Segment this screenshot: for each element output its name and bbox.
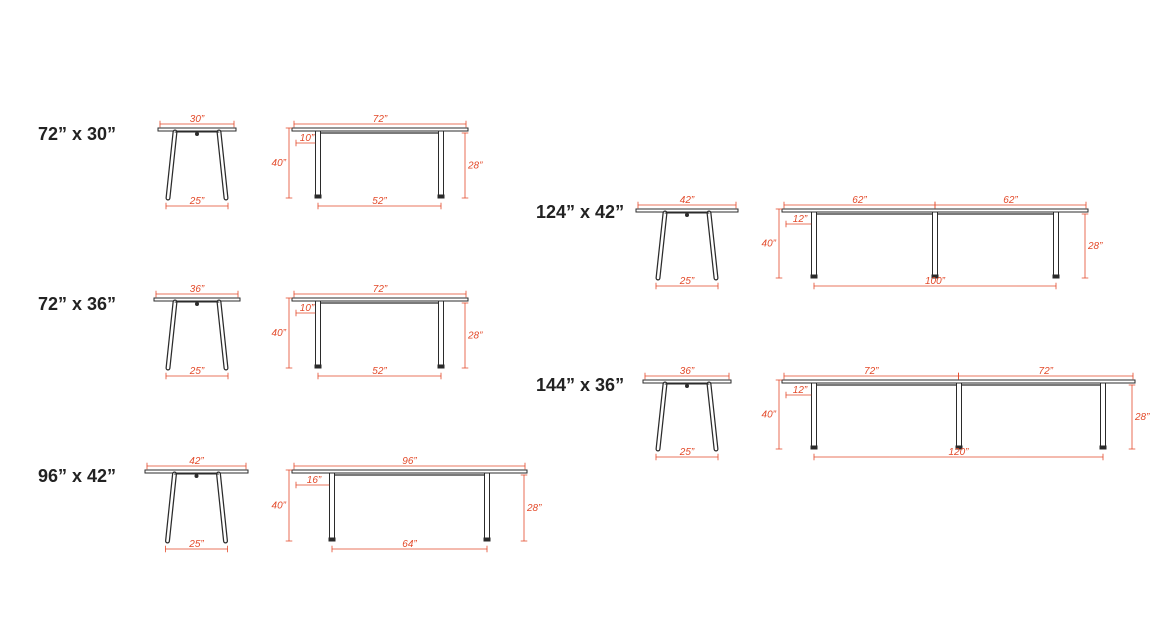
side-base-dim-label: 100” xyxy=(925,276,946,287)
end-view: 42” 25” xyxy=(635,195,739,290)
end-width-dim-label: 42” xyxy=(189,456,204,467)
leg-3 xyxy=(1053,211,1059,279)
foot-2 xyxy=(437,194,445,199)
side-base-dim-label: 64” xyxy=(402,539,417,550)
side-top-dim-label: 96” xyxy=(402,456,417,467)
side-view: 96” 16” 40” 28” 64” xyxy=(272,456,542,553)
leg-right-fill xyxy=(217,472,227,543)
side-top-dim-left-label: 72” xyxy=(864,366,879,377)
leg-right-fill xyxy=(217,130,228,200)
tabletop xyxy=(291,469,528,474)
foot-1 xyxy=(314,194,322,199)
side-view: 62” 62” 12” 40” 28” 100” xyxy=(762,195,1103,290)
leg-1 xyxy=(315,130,321,199)
side-top-dim-right-label: 72” xyxy=(1039,366,1054,377)
side-top-dim-right-label: 62” xyxy=(1003,195,1018,206)
grommet xyxy=(685,384,689,388)
offset-dim-label: 16” xyxy=(307,475,322,486)
leg-3 xyxy=(1100,382,1106,450)
leg-height-dim-label: 28” xyxy=(467,161,483,172)
leg-left-fill xyxy=(166,130,177,200)
foot-2 xyxy=(931,274,939,279)
end-base-dim-label: 25” xyxy=(679,276,695,287)
offset-dim-label: 10” xyxy=(300,303,315,314)
end-view: 30” 25” xyxy=(157,114,237,210)
leg-height-dim-label: 28” xyxy=(1087,241,1103,252)
leg-height-dim-label: 28” xyxy=(526,503,542,514)
leg-1 xyxy=(811,382,817,450)
leg-right-fill xyxy=(217,300,228,370)
leg-1 xyxy=(329,472,335,542)
side-base-dim-label: 52” xyxy=(372,196,387,207)
grommet xyxy=(685,213,689,217)
foot-1 xyxy=(314,364,322,369)
leg-2 xyxy=(438,130,444,199)
offset-dim-label: 12” xyxy=(793,214,808,225)
side-view: 72” 10” 40” 28” 52” xyxy=(272,114,483,210)
height-dim-label: 40” xyxy=(762,410,777,421)
leg-2 xyxy=(932,211,938,279)
table-title-72x36: 72” x 36” xyxy=(38,294,117,314)
leg-height-dim-label: 28” xyxy=(1134,412,1150,423)
end-view: 36” 25” xyxy=(153,284,241,380)
grommet xyxy=(194,474,199,478)
end-view: 42” 25” xyxy=(144,456,249,553)
side-top-dim-left-label: 62” xyxy=(852,195,867,206)
foot-3 xyxy=(1099,445,1107,450)
foot-3 xyxy=(1052,274,1060,279)
end-base-dim-label: 25” xyxy=(679,447,695,458)
leg-2 xyxy=(484,472,490,542)
side-base-dim-label: 120” xyxy=(948,447,969,458)
table-title-96x42: 96” x 42” xyxy=(38,466,117,486)
leg-height-dim-label: 28” xyxy=(467,331,483,342)
end-view: 36” 25” xyxy=(642,366,732,461)
end-width-dim-label: 36” xyxy=(190,284,205,295)
end-base-dim-label: 25” xyxy=(189,366,205,377)
foot-1 xyxy=(328,537,336,542)
height-dim-label: 40” xyxy=(272,328,287,339)
leg-1 xyxy=(811,211,817,279)
height-dim-label: 40” xyxy=(272,501,287,512)
leg-left-fill xyxy=(656,382,667,451)
table-title-124x42: 124” x 42” xyxy=(536,202,625,222)
table-title-72x30: 72” x 30” xyxy=(38,124,117,144)
side-view: 72” 10” 40” 28” 52” xyxy=(272,284,483,380)
leg-left-fill xyxy=(656,211,667,280)
leg-right-fill xyxy=(707,382,718,451)
side-top-dim-label: 72” xyxy=(373,114,388,125)
leg-2 xyxy=(956,382,962,450)
leg-1 xyxy=(315,300,321,369)
foot-1 xyxy=(810,274,818,279)
grommet xyxy=(195,132,199,136)
foot-2 xyxy=(437,364,445,369)
foot-2 xyxy=(955,445,963,450)
foot-2 xyxy=(483,537,491,542)
offset-dim-label: 12” xyxy=(793,385,808,396)
leg-left-fill xyxy=(166,300,177,370)
table-title-144x36: 144” x 36” xyxy=(536,375,625,395)
leg-left-fill xyxy=(166,472,176,543)
leg-2 xyxy=(438,300,444,369)
height-dim-label: 40” xyxy=(762,239,777,250)
height-dim-label: 40” xyxy=(272,158,287,169)
grommet xyxy=(195,302,199,306)
end-base-dim-label: 25” xyxy=(188,539,204,550)
offset-dim-label: 10” xyxy=(300,133,315,144)
leg-right-fill xyxy=(707,211,718,280)
side-top-dim-label: 72” xyxy=(373,284,388,295)
end-width-dim-label: 42” xyxy=(680,195,695,206)
side-base-dim-label: 52” xyxy=(372,366,387,377)
side-view: 72” 72” 12” 40” 28” 120” xyxy=(762,366,1150,461)
end-width-dim-label: 36” xyxy=(680,366,695,377)
end-base-dim-label: 25” xyxy=(189,196,205,207)
foot-1 xyxy=(810,445,818,450)
end-width-dim-label: 30” xyxy=(190,114,205,125)
